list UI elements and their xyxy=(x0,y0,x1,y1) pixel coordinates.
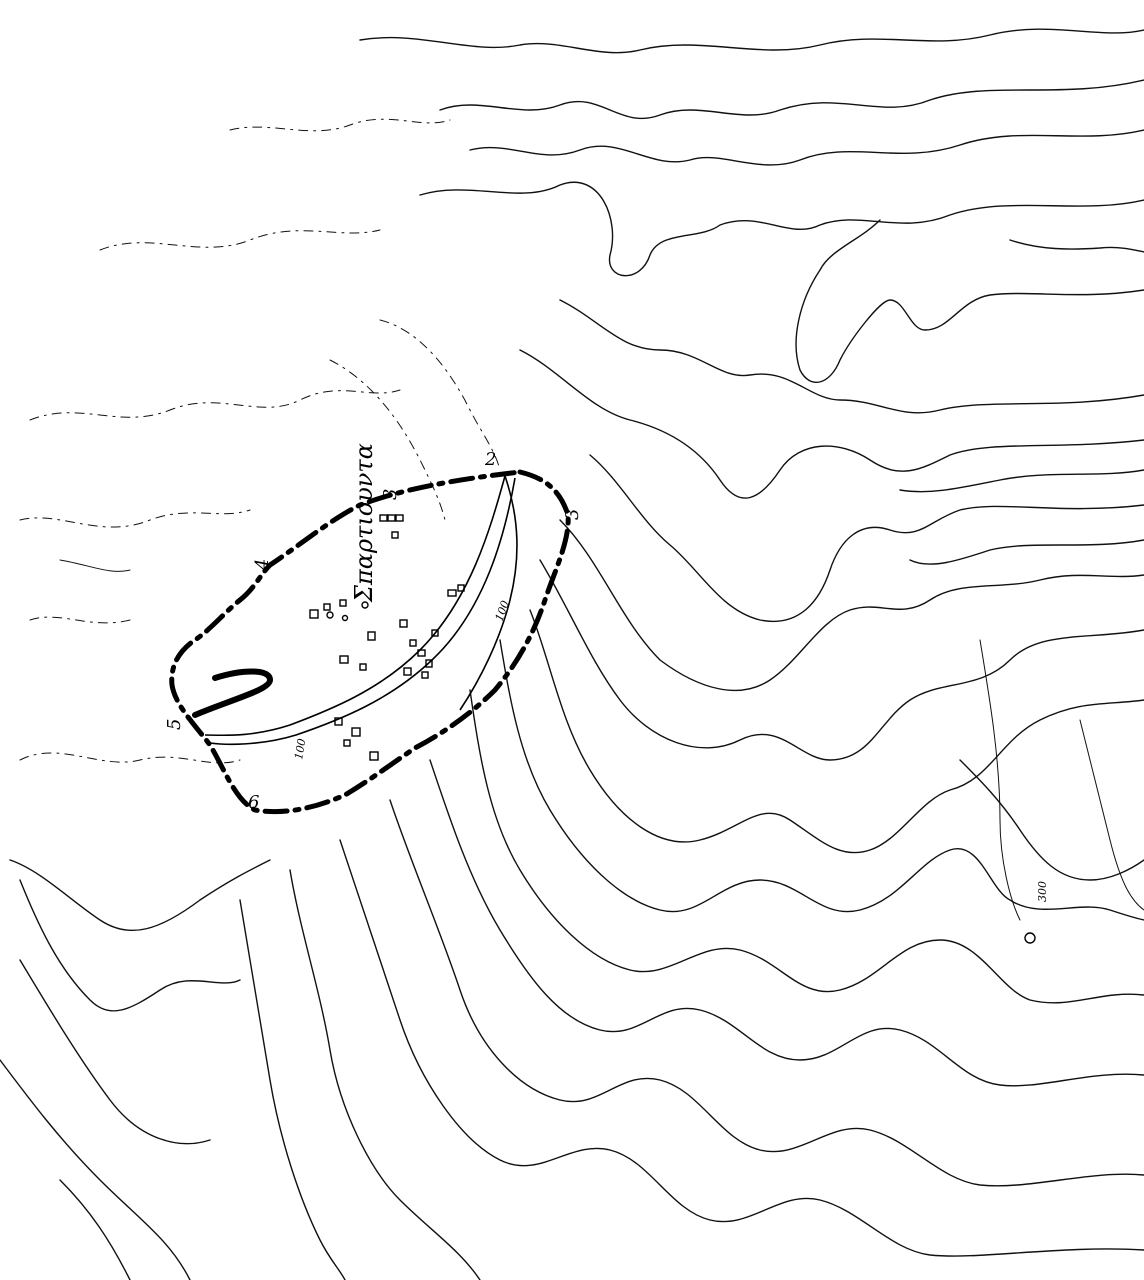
contour-line xyxy=(419,181,1144,277)
contour-line xyxy=(499,639,1144,921)
house xyxy=(359,663,367,671)
house xyxy=(447,589,457,597)
contour-line xyxy=(795,219,1144,383)
contour-line xyxy=(429,759,1144,1087)
contour-label-lower: 100 xyxy=(292,738,308,761)
house xyxy=(379,514,388,522)
road-line xyxy=(204,475,506,737)
house xyxy=(409,639,417,647)
contour-lines xyxy=(0,28,1144,1280)
house xyxy=(417,649,426,657)
contour-line xyxy=(959,759,1144,881)
road-line xyxy=(459,475,518,711)
contour-line xyxy=(1079,719,1144,911)
contour-line xyxy=(9,859,271,932)
contour-line xyxy=(899,469,1144,493)
contour-line xyxy=(389,799,1144,1187)
house xyxy=(334,717,343,726)
house xyxy=(339,655,349,664)
contour-line xyxy=(19,509,251,528)
house xyxy=(309,609,319,619)
contour-line xyxy=(979,639,1021,921)
contour-line xyxy=(589,454,1144,623)
contour-line xyxy=(339,839,1144,1257)
house xyxy=(391,531,399,539)
house xyxy=(326,611,334,619)
house xyxy=(395,514,404,522)
contour-line xyxy=(0,1059,191,1280)
boundary-point-3-east: 3 xyxy=(562,509,583,520)
house xyxy=(323,603,331,611)
contour-line xyxy=(59,559,131,572)
contour-line xyxy=(329,359,446,521)
contour-line xyxy=(539,559,1144,761)
contour-line xyxy=(99,229,381,251)
contour-line xyxy=(559,519,1144,692)
contour-line xyxy=(469,689,1144,1004)
house xyxy=(387,514,396,522)
contour-line xyxy=(359,28,1144,54)
contour-line xyxy=(909,539,1144,565)
contour-line xyxy=(19,752,241,764)
contour-line xyxy=(239,899,346,1280)
contour-line xyxy=(469,129,1144,166)
house xyxy=(431,629,439,637)
house xyxy=(351,727,361,737)
contour-line xyxy=(379,319,501,471)
spot-height: 300 xyxy=(1036,881,1049,902)
contour-line xyxy=(559,299,1144,414)
contour-line xyxy=(29,389,401,421)
contour-line xyxy=(519,349,1144,499)
road-line xyxy=(209,477,516,746)
house xyxy=(1024,932,1036,944)
house xyxy=(361,601,369,609)
settlement-boundary xyxy=(169,469,571,815)
contour-line xyxy=(289,869,481,1280)
house xyxy=(343,739,351,747)
boundary-point-2: 2 xyxy=(484,449,496,470)
contour-label-upper: 100 xyxy=(493,599,512,623)
contour-line xyxy=(19,879,241,1012)
boundary-point-3-north: 3 xyxy=(380,489,401,500)
contour-line xyxy=(59,1179,131,1280)
boundary-point-5: 5 xyxy=(164,719,185,730)
boundary-point-4: 4 xyxy=(252,559,273,571)
contour-line xyxy=(439,79,1144,120)
contour-line xyxy=(229,118,451,132)
house xyxy=(369,751,379,761)
house xyxy=(425,659,433,668)
road-boundary xyxy=(192,668,273,718)
boundary-point-6: 6 xyxy=(248,792,259,813)
house xyxy=(367,631,376,641)
house xyxy=(403,667,412,676)
contour-line xyxy=(1009,239,1144,253)
house xyxy=(457,584,465,592)
contour-line xyxy=(29,616,131,624)
houses xyxy=(309,514,1036,944)
house xyxy=(339,599,347,607)
contour-line xyxy=(529,609,1144,854)
house xyxy=(399,619,408,628)
village-name: Σπαρτιουντα xyxy=(350,443,378,603)
house xyxy=(421,671,429,679)
contour-line xyxy=(19,959,211,1145)
house xyxy=(341,614,349,622)
road xyxy=(204,475,518,746)
